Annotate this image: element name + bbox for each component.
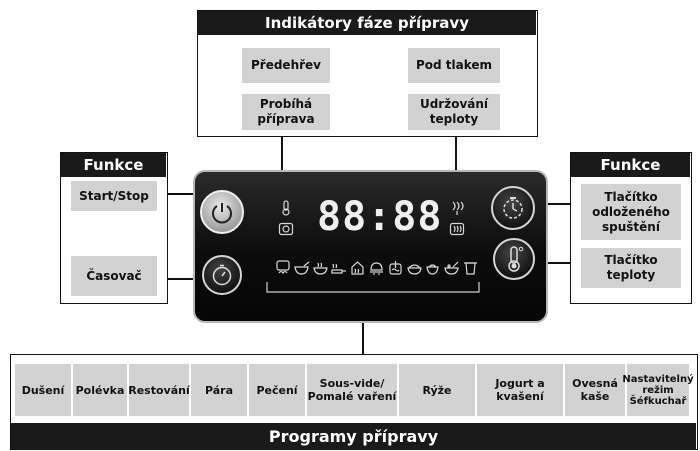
control-panel: 88:88: [193, 170, 548, 323]
bake-icon[interactable]: [368, 260, 385, 276]
label-start-stop: Start/Stop: [71, 181, 157, 211]
programs-row: Dušení Polévka Restování Pára Pečení Sou…: [15, 364, 695, 416]
connector-right-functions-2: [540, 262, 574, 264]
label-keep-warm: Udržování teploty: [408, 94, 500, 130]
connector-phase-right: [455, 135, 457, 173]
stopwatch-icon: [212, 264, 232, 286]
yogurt-icon[interactable]: [424, 260, 441, 276]
phase-indicators-title: Indikátory fáze přípravy: [198, 11, 536, 35]
program-steam: Pára: [191, 364, 247, 416]
label-temperature-button: Tlačítko teploty: [581, 248, 681, 288]
power-icon: [212, 203, 232, 224]
program-porridge: Ovesná kaše: [565, 364, 625, 416]
label-cooking-in-progress: Probíhá příprava: [242, 94, 330, 130]
steam-indicator-icon: [452, 201, 464, 215]
temperature-button[interactable]: [493, 238, 535, 280]
label-delayed-start-button: Tlačítko odloženého spuštění: [581, 184, 681, 240]
connector-right-functions: [540, 203, 574, 205]
program-sous-vide: Sous-vide/ Pomalé vaření: [307, 364, 397, 416]
program-bracket: [266, 282, 480, 293]
phase-indicators-box: Indikátory fáze přípravy Předehřev Pod t…: [197, 10, 538, 137]
delay-timer-icon: [503, 197, 523, 219]
left-functions-box: Funkce Start/Stop Časovač: [60, 152, 168, 304]
timer-button[interactable]: [202, 255, 242, 295]
connector-left-functions: [166, 193, 202, 195]
connector-phase-left: [281, 135, 283, 173]
program-icons-row: [275, 257, 479, 279]
rice-icon[interactable]: [406, 260, 423, 276]
sear-icon[interactable]: [330, 260, 347, 276]
program-chef-mode: Nastavitelný režim Šéfkuchař: [622, 364, 694, 416]
porridge-icon[interactable]: [443, 260, 460, 276]
program-soup: Polévka: [73, 364, 127, 416]
delay-start-button[interactable]: [491, 186, 535, 230]
program-yogurt: Jogurt a kvašení: [477, 364, 563, 416]
program-sear: Restování: [128, 364, 190, 416]
right-functions-title: Funkce: [571, 153, 690, 177]
chef-mode-icon[interactable]: [275, 259, 291, 277]
thermometer-icon: [508, 246, 524, 272]
left-functions-title: Funkce: [61, 153, 166, 177]
label-preheat: Předehřev: [242, 48, 330, 83]
program-bake: Pečení: [249, 364, 305, 416]
pot-icon[interactable]: [462, 260, 479, 276]
steam-icon[interactable]: [349, 260, 366, 276]
label-timer: Časovač: [71, 256, 157, 296]
programs-title: Programy přípravy: [11, 423, 696, 449]
program-stew: Dušení: [15, 364, 71, 416]
connector-programs: [362, 322, 364, 356]
right-functions-box: Funkce Tlačítko odloženého spuštění Tlač…: [570, 152, 692, 304]
sous-vide-icon[interactable]: [387, 260, 404, 276]
start-stop-button[interactable]: [200, 190, 244, 234]
programs-box: Dušení Polévka Restování Pára Pečení Sou…: [10, 354, 698, 450]
pressure-indicator-icon: [278, 222, 294, 236]
stew-icon[interactable]: [293, 260, 310, 276]
thermometer-indicator-icon: [282, 200, 290, 216]
program-rice: Rýže: [399, 364, 475, 416]
connector-left-functions-2: [166, 278, 202, 280]
time-display: 88:88: [317, 194, 443, 240]
label-under-pressure: Pod tlakem: [408, 48, 500, 83]
soup-icon[interactable]: [312, 260, 329, 276]
keep-warm-indicator-icon: [449, 222, 465, 236]
